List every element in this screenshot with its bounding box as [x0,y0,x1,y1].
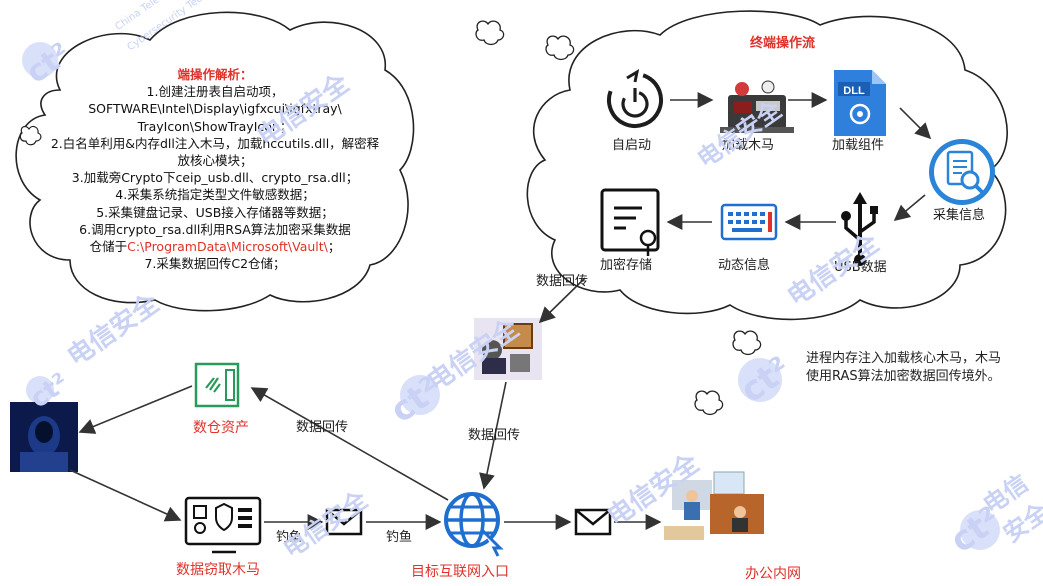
svg-text:DLL: DLL [843,85,865,97]
watermark-layer [22,42,1000,550]
left-cloud-line: 3.加载旁Crypto下ceip_usb.dll、crypto_rsa.dll； [71,170,359,186]
left-cloud-line: 4.采集系统指定类型文件敏感数据； [115,187,315,203]
right-note: 进程内存注入加载核心木马，木马 使用RAS算法加密数据回传境外。 [806,350,1001,386]
small-cloud-3 [732,330,762,356]
left-cloud-line: SOFTWARE\Intel\Display\igfxcui\igfxtray\ [88,101,342,117]
label-collect-info: 采集信息 [933,208,986,223]
storage-path: C:\ProgramData\Microsoft\Vault\ [127,239,328,255]
label-phishing-2: 钓鱼 [386,530,413,545]
hacker-illustration-icon [474,318,542,380]
small-cloud-4 [694,390,724,416]
left-cloud-line: 5.采集键盘记录、USB接入存储器等数据； [96,204,334,220]
left-cloud-line: 6.调用crypto_rsa.dll利用RSA算法加密采集数据 [79,221,351,237]
label-autostart: 自启动 [612,138,652,153]
left-cloud-line: 2.白名单利用&内存dll注入木马，加载hccutils.dll，解密释 [50,135,380,151]
left-cloud-line: 放核心模块； [177,153,253,169]
small-cloud-5 [19,125,42,146]
label-usb-data: USB数据 [834,260,887,275]
left-cloud-line: 1.创建注册表自启动项， [146,84,284,100]
arrow-collect-to-usb [893,194,926,222]
arrow-hacker-to-entry [479,381,507,490]
label-dynamic-info: 动态信息 [718,258,771,273]
label-data-return-2: 数据回传 [468,428,521,443]
arrow-component-to-collect [899,107,932,140]
label-data-theft-trojan: 数据窃取木马 [176,562,260,578]
storage-suffix: ； [327,239,341,255]
left-cloud-storage-line: 仓储于C:\ProgramData\Microsoft\Vault\； [20,238,410,255]
label-phishing-1: 钓鱼 [276,530,303,545]
dll-file-icon: DLL [834,70,886,136]
office-network-illustration-icon [664,471,764,540]
power-icon [607,68,663,128]
left-cloud-shape [15,11,415,312]
left-cloud-line: TrayIcon\ShowTrayIcon； [137,118,293,134]
right-note-line-1: 进程内存注入加载核心木马，木马 [806,351,1002,366]
small-cloud-2 [475,20,505,46]
arrow-warehouse-to-attacker [78,385,193,434]
storage-prefix: 仓储于 [89,239,128,255]
left-cloud-line: 7.采集数据回传C2仓储； [144,256,286,272]
label-office-network: 办公内网 [745,566,801,582]
mail-envelope-icon-2 [574,508,612,536]
right-note-line-2: 使用RAS算法加密数据回传境外。 [806,369,1001,384]
left-cloud-text: 端操作解析： 1.创建注册表自启动项， SOFTWARE\Intel\Displ… [20,66,410,272]
label-encrypted-storage: 加密存储 [600,258,653,273]
arrow-entry-to-warehouse [250,387,449,501]
arrow-attacker-to-trojan [69,469,182,522]
label-load-trojan: 加载木马 [722,138,775,153]
mail-envelope-icon-1 [325,508,363,536]
arrow-storage-to-hacker [538,277,586,324]
left-cloud-title: 端操作解析： [177,67,253,82]
usb-icon [841,192,878,266]
label-target-entry: 目标互联网入口 [411,564,509,580]
document-search-icon [929,139,995,205]
label-data-return-3: 数据回传 [296,420,349,435]
trojan-machine-icon [720,80,794,133]
label-load-component: 加载组件 [832,138,885,153]
right-cloud-title: 终端操作流 [750,36,816,51]
globe-icon [444,492,504,557]
keyboard-icon [720,203,778,241]
attacker-image-icon [10,402,78,472]
encrypted-storage-icon [600,188,660,256]
label-data-return-1: 数据回传 [536,274,589,289]
small-cloud-1 [545,35,575,61]
trojan-dashboard-icon [184,496,262,554]
data-warehouse-icon [194,362,240,408]
label-data-warehouse: 数仓资产 [193,420,249,436]
